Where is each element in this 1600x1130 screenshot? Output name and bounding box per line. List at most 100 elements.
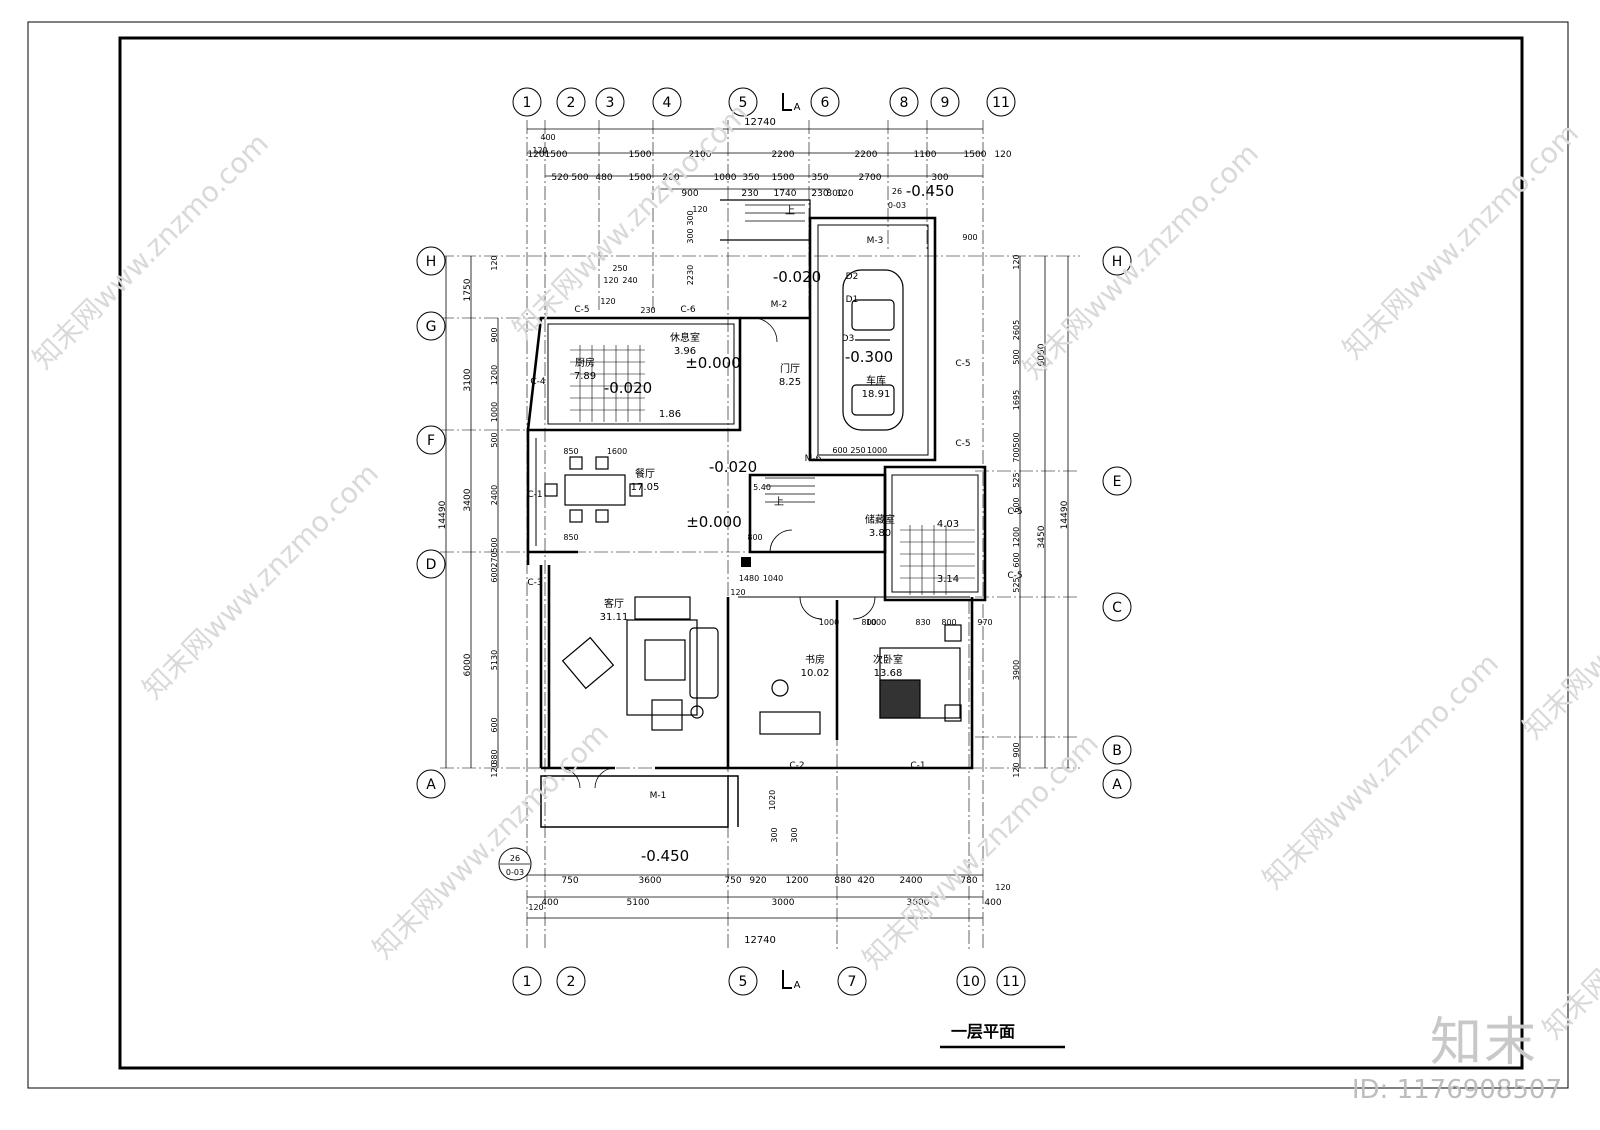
dim-bottom-row1: 420 <box>857 876 874 886</box>
room-area: 31.11 <box>600 612 629 623</box>
interior-dim: 1600 <box>607 447 627 456</box>
dim-top-row2: 350 <box>742 173 759 183</box>
room-name: 储藏室 <box>865 513 895 526</box>
dim-bottom-row1: 750 <box>561 876 578 886</box>
dim-left-inner: 600 <box>490 567 499 582</box>
level-kitchen: -0.020 <box>604 379 652 397</box>
room-area: 10.02 <box>801 668 830 679</box>
dim-right-inner: 2605 <box>1012 320 1021 340</box>
level-rest: ±0.000 <box>685 354 741 372</box>
opening-label: C-5 <box>574 305 589 315</box>
outer-frame <box>27 21 1569 1089</box>
walls <box>526 199 987 828</box>
interior-dim: 1040 <box>763 574 783 583</box>
axis-label-top: 1 <box>523 95 532 111</box>
section-marker-top: A <box>794 102 801 113</box>
room-area: 1.86 <box>659 409 681 420</box>
room-area: 8.25 <box>779 377 801 388</box>
dim-right-inner: 700 <box>1012 447 1021 462</box>
dim-top-row2: 1500 <box>629 173 652 183</box>
dim-top-row1: 2200 <box>855 150 878 160</box>
dim-top-misc: 120 <box>603 276 618 285</box>
interior-dim: 850 <box>563 533 578 542</box>
room-name: 门厅 <box>780 362 800 375</box>
axis-label-bottom: 1 <box>523 974 532 990</box>
interior-dim: 1000 <box>866 618 886 627</box>
opening-label: M-3 <box>867 236 884 246</box>
dim-top-row1: 1100 <box>914 150 937 160</box>
axis-label-left: H <box>426 254 437 270</box>
dim-top-row3: 230 <box>741 189 758 199</box>
dim-top-row2: 480 <box>595 173 612 183</box>
room-area: 18.91 <box>862 389 891 400</box>
dim-top-row2: 350 <box>811 173 828 183</box>
section-ref-num-top: 26 <box>892 187 902 196</box>
dim-top-row1: 2200 <box>772 150 795 160</box>
interior-dim: 1000 <box>819 618 839 627</box>
dim-right-inner: 525 <box>1012 472 1021 487</box>
dim-top-misc: 400 <box>540 133 555 142</box>
room-area: 17.05 <box>631 482 660 493</box>
axis-label-bottom: 10 <box>962 974 980 990</box>
opening-label: C-5 <box>1007 571 1022 581</box>
car-icon <box>842 269 904 431</box>
section-marker-bottom: A <box>794 980 801 991</box>
dim-right-inner: 120 <box>1012 762 1021 777</box>
dim-right-mid: 6000 <box>1037 343 1047 366</box>
dim-top-misc: 120 <box>692 205 707 214</box>
dim-top-row3: 800 <box>826 189 843 199</box>
brand-logo: 知末 <box>1429 1013 1538 1073</box>
axis-label-top: 4 <box>663 95 672 111</box>
opening-label: C-1 <box>910 761 925 771</box>
dim-left-inner: 900 <box>490 327 499 342</box>
level-garage: -0.300 <box>845 348 893 366</box>
opening-label: C-5 <box>955 439 970 449</box>
dim-right-inner: 3900 <box>1012 660 1021 680</box>
dim-left-inner: 500 <box>490 537 499 552</box>
axis-label-top: 11 <box>992 95 1010 111</box>
level-dining-step: -0.020 <box>709 458 757 476</box>
dim-right-inner: 600 <box>1012 552 1021 567</box>
dim-top-row1: 1500 <box>964 150 987 160</box>
dim-left-inner: 2400 <box>490 485 499 505</box>
dim-bottom-row1: 2400 <box>900 876 923 886</box>
dim-right-inner: 600 <box>1012 497 1021 512</box>
axis-label-right: H <box>1112 254 1123 270</box>
dim-top-row2: 520 <box>551 173 568 183</box>
axis-label-right: B <box>1112 743 1122 759</box>
dim-bottom-misc: 120 <box>995 883 1010 892</box>
dim-right-inner: 900 <box>1012 742 1021 757</box>
dim-right-inner: 1695 <box>1012 390 1021 410</box>
dim-left-inner: 120 <box>490 255 499 270</box>
dim-right-inner: 525 <box>1012 577 1021 592</box>
bed-icon <box>879 624 962 722</box>
dim-left-inner: 120 <box>490 762 499 777</box>
dim-left-inner: 500 <box>490 432 499 447</box>
dim-left-inner: 880 <box>490 749 499 764</box>
opening-label: D1 <box>846 295 859 305</box>
stairs-icon <box>745 204 815 503</box>
axis-label-right: A <box>1112 777 1122 793</box>
room-name: 车库 <box>866 374 886 387</box>
dim-right-outer: 14490 <box>1060 500 1070 529</box>
axis-label-top: 5 <box>739 95 748 111</box>
dim-top-misc: 230 <box>640 306 655 315</box>
desk-icon <box>759 679 821 735</box>
room-area: 7.89 <box>574 371 596 382</box>
dim-bottom-misc: 1020 <box>768 790 777 810</box>
level-entry-bottom: -0.450 <box>641 847 689 865</box>
opening-label: M-6 <box>805 454 822 464</box>
dim-bottom-misc: 120 <box>528 903 543 912</box>
axis-label-top: 8 <box>900 95 909 111</box>
room-name: 休息室 <box>670 331 700 344</box>
dim-top-row2: 300 <box>931 173 948 183</box>
dim-bottom-row1: 780 <box>960 876 977 886</box>
opening-label: C-1 <box>527 490 542 500</box>
room-name: 书房 <box>805 653 825 666</box>
opening-label: M-2 <box>771 300 788 310</box>
dim-top-misc: 120 <box>532 146 547 155</box>
dim-top-misc: 900 <box>962 233 977 242</box>
interior-dim: 250 <box>850 446 865 455</box>
dim-top-row3: 1740 <box>774 189 797 199</box>
total-width-top: 12740 <box>744 117 776 128</box>
